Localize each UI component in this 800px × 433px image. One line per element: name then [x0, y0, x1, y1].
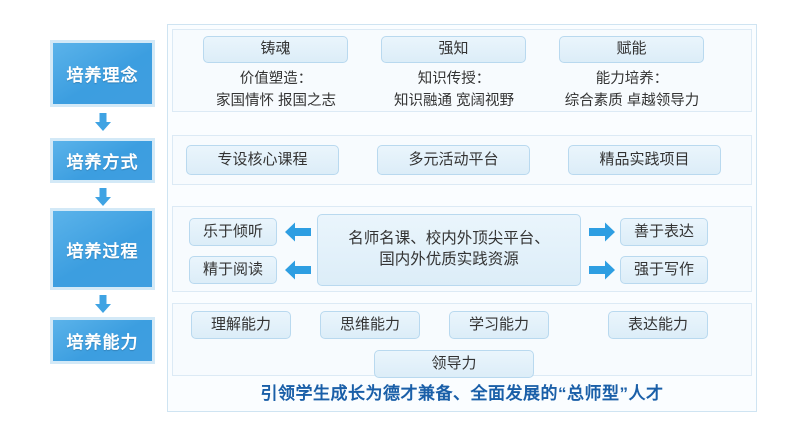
chip-funeng[interactable]: 赋能 [559, 36, 704, 63]
arrow-down-icon [93, 112, 113, 132]
chip-understanding-ability-label: 理解能力 [210, 315, 271, 333]
chip-understanding-ability[interactable]: 理解能力 [191, 311, 291, 339]
diagram-slogan: 引领学生成长为德才兼备、全面发展的“总师型”人才 [260, 384, 664, 403]
sidebar-item-ideas-label: 培养理念 [66, 66, 139, 85]
sidebar-item-methods[interactable]: 培养方式 [50, 138, 155, 183]
chip-core-courses-label: 专设核心课程 [217, 150, 308, 168]
arrow-down-icon [93, 294, 113, 314]
chip-good-at-listening-label: 乐于倾听 [202, 222, 263, 240]
sidebar-item-ability-label: 培养能力 [66, 333, 139, 352]
chip-thinking-ability-label: 思维能力 [339, 315, 400, 333]
sidebar-item-process[interactable]: 培养过程 [50, 208, 155, 290]
chip-resources-center[interactable]: 名师名课、校内外顶尖平台、 国内外优质实践资源 [317, 214, 581, 286]
chip-activity-platform[interactable]: 多元活动平台 [377, 145, 530, 175]
arrow-left-icon [284, 221, 312, 243]
chip-practice-project-label: 精品实践项目 [599, 150, 690, 168]
chip-activity-platform-label: 多元活动平台 [408, 150, 499, 168]
chip-expression-ability-label: 表达能力 [627, 315, 688, 333]
chip-expression-ability[interactable]: 表达能力 [608, 311, 708, 339]
chip-learning-ability[interactable]: 学习能力 [449, 311, 549, 339]
sidebar-item-ideas[interactable]: 培养理念 [50, 40, 155, 107]
chip-leadership[interactable]: 领导力 [374, 350, 534, 378]
chip-qiangzhi-label: 强知 [438, 40, 469, 58]
sidebar-item-methods-label: 培养方式 [66, 153, 139, 172]
sidebar-item-process-label: 培养过程 [66, 241, 139, 261]
chip-practice-project[interactable]: 精品实践项目 [568, 145, 721, 175]
chip-funeng-label: 赋能 [616, 40, 647, 58]
chip-good-at-writing[interactable]: 强于写作 [620, 256, 708, 284]
chip-good-at-expression-label: 善于表达 [633, 222, 694, 240]
arrow-right-icon [588, 259, 616, 281]
subtext-qiangzhi: 知识传授： 知识融通 宽阔视野 [393, 71, 515, 109]
chip-zhuhun[interactable]: 铸魂 [203, 36, 348, 63]
chip-good-at-writing-label: 强于写作 [633, 260, 694, 278]
arrow-right-icon [588, 221, 616, 243]
chip-good-at-listening[interactable]: 乐于倾听 [189, 218, 277, 246]
chip-good-at-reading[interactable]: 精于阅读 [189, 256, 277, 284]
sidebar-item-ability[interactable]: 培养能力 [50, 317, 155, 364]
chip-thinking-ability[interactable]: 思维能力 [320, 311, 420, 339]
chip-zhuhun-label: 铸魂 [260, 40, 291, 58]
chip-leadership-label: 领导力 [431, 354, 477, 372]
subtext-zhuhun: 价值塑造： 家国情怀 报国之志 [215, 71, 337, 109]
chip-core-courses[interactable]: 专设核心课程 [186, 145, 339, 175]
chip-qiangzhi[interactable]: 强知 [381, 36, 526, 63]
chip-resources-center-label: 名师名课、校内外顶尖平台、 国内外优质实践资源 [348, 230, 550, 268]
arrow-left-icon [284, 259, 312, 281]
arrow-down-icon [93, 187, 113, 207]
chip-learning-ability-label: 学习能力 [468, 315, 529, 333]
chip-good-at-expression[interactable]: 善于表达 [620, 218, 708, 246]
chip-good-at-reading-label: 精于阅读 [202, 260, 263, 278]
subtext-funeng: 能力培养： 综合素质 卓越领导力 [564, 71, 700, 109]
